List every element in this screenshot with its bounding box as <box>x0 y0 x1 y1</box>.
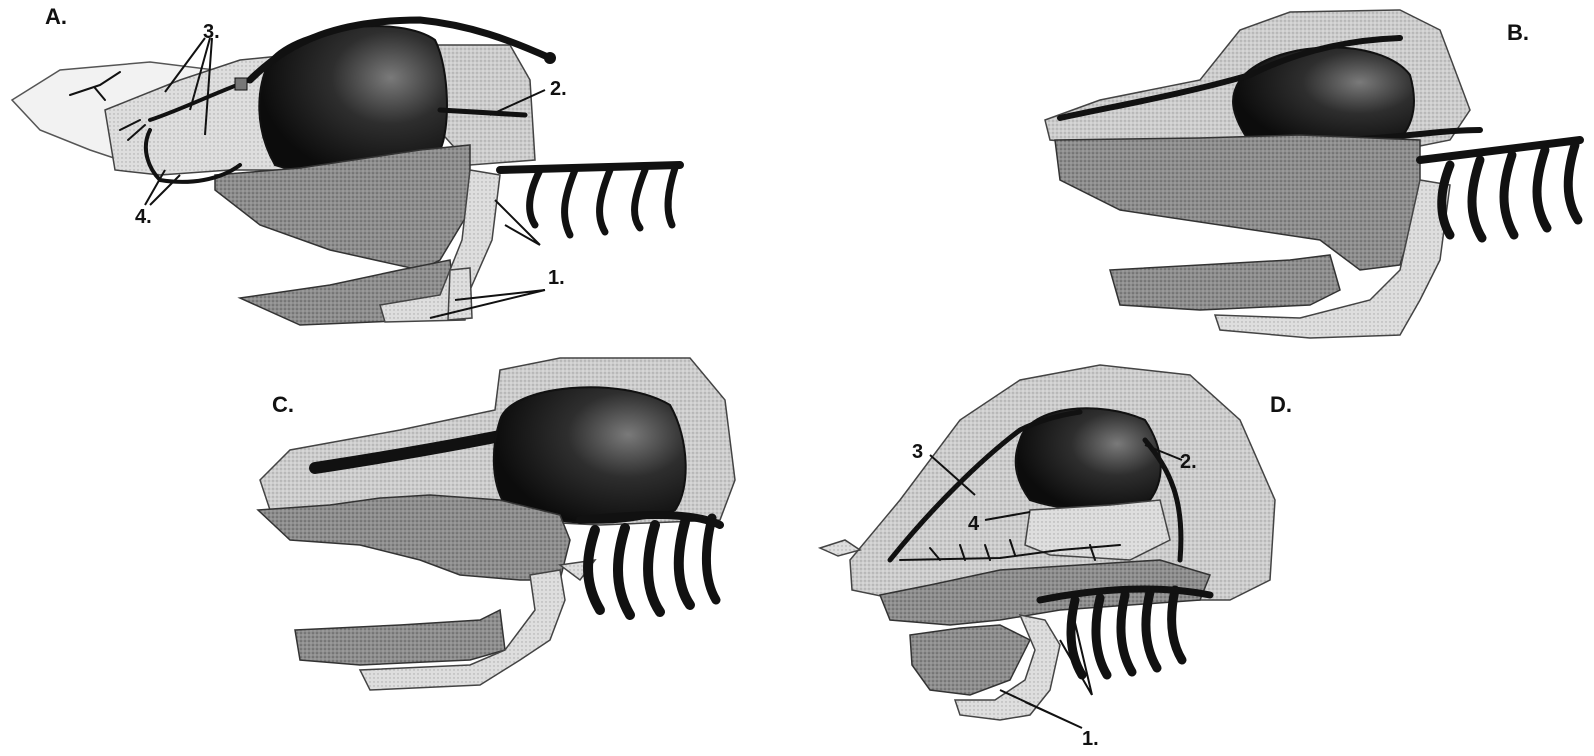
lower-jaw <box>1110 255 1340 310</box>
panel-label-a: A. <box>45 4 67 29</box>
label-a-1: 1. <box>548 267 565 289</box>
spine-bar <box>1420 140 1580 160</box>
panel-b <box>1045 10 1580 338</box>
ribs <box>530 168 675 235</box>
label-a-4: 4. <box>135 206 152 228</box>
panel-label-d: D. <box>1270 392 1292 417</box>
ribs <box>588 518 716 615</box>
brain-mass <box>494 387 686 522</box>
leader-4 <box>145 170 180 205</box>
spine-bar <box>500 165 680 170</box>
palatoquadrate <box>258 495 570 580</box>
label-d-4: 4 <box>968 513 980 535</box>
lower-jaw <box>910 625 1030 695</box>
label-a-3: 3. <box>203 21 220 43</box>
brain-mass <box>1233 47 1414 147</box>
lower-jaw <box>295 610 505 665</box>
panel-label-c: C. <box>272 392 294 417</box>
label-d-3: 3 <box>912 441 923 463</box>
rostral-process <box>820 540 860 556</box>
panel-label-b: B. <box>1507 20 1529 45</box>
vessel-end <box>544 52 556 64</box>
label-a-2: 2. <box>550 78 567 100</box>
panel-a <box>12 20 680 325</box>
eye-marker <box>235 78 247 90</box>
panel-d <box>820 365 1275 728</box>
label-d-2: 2. <box>1180 451 1197 473</box>
label-d-1: 1. <box>1082 728 1099 750</box>
panel-c <box>258 358 735 690</box>
palatoquadrate <box>1055 135 1420 270</box>
ribs <box>1442 145 1578 238</box>
